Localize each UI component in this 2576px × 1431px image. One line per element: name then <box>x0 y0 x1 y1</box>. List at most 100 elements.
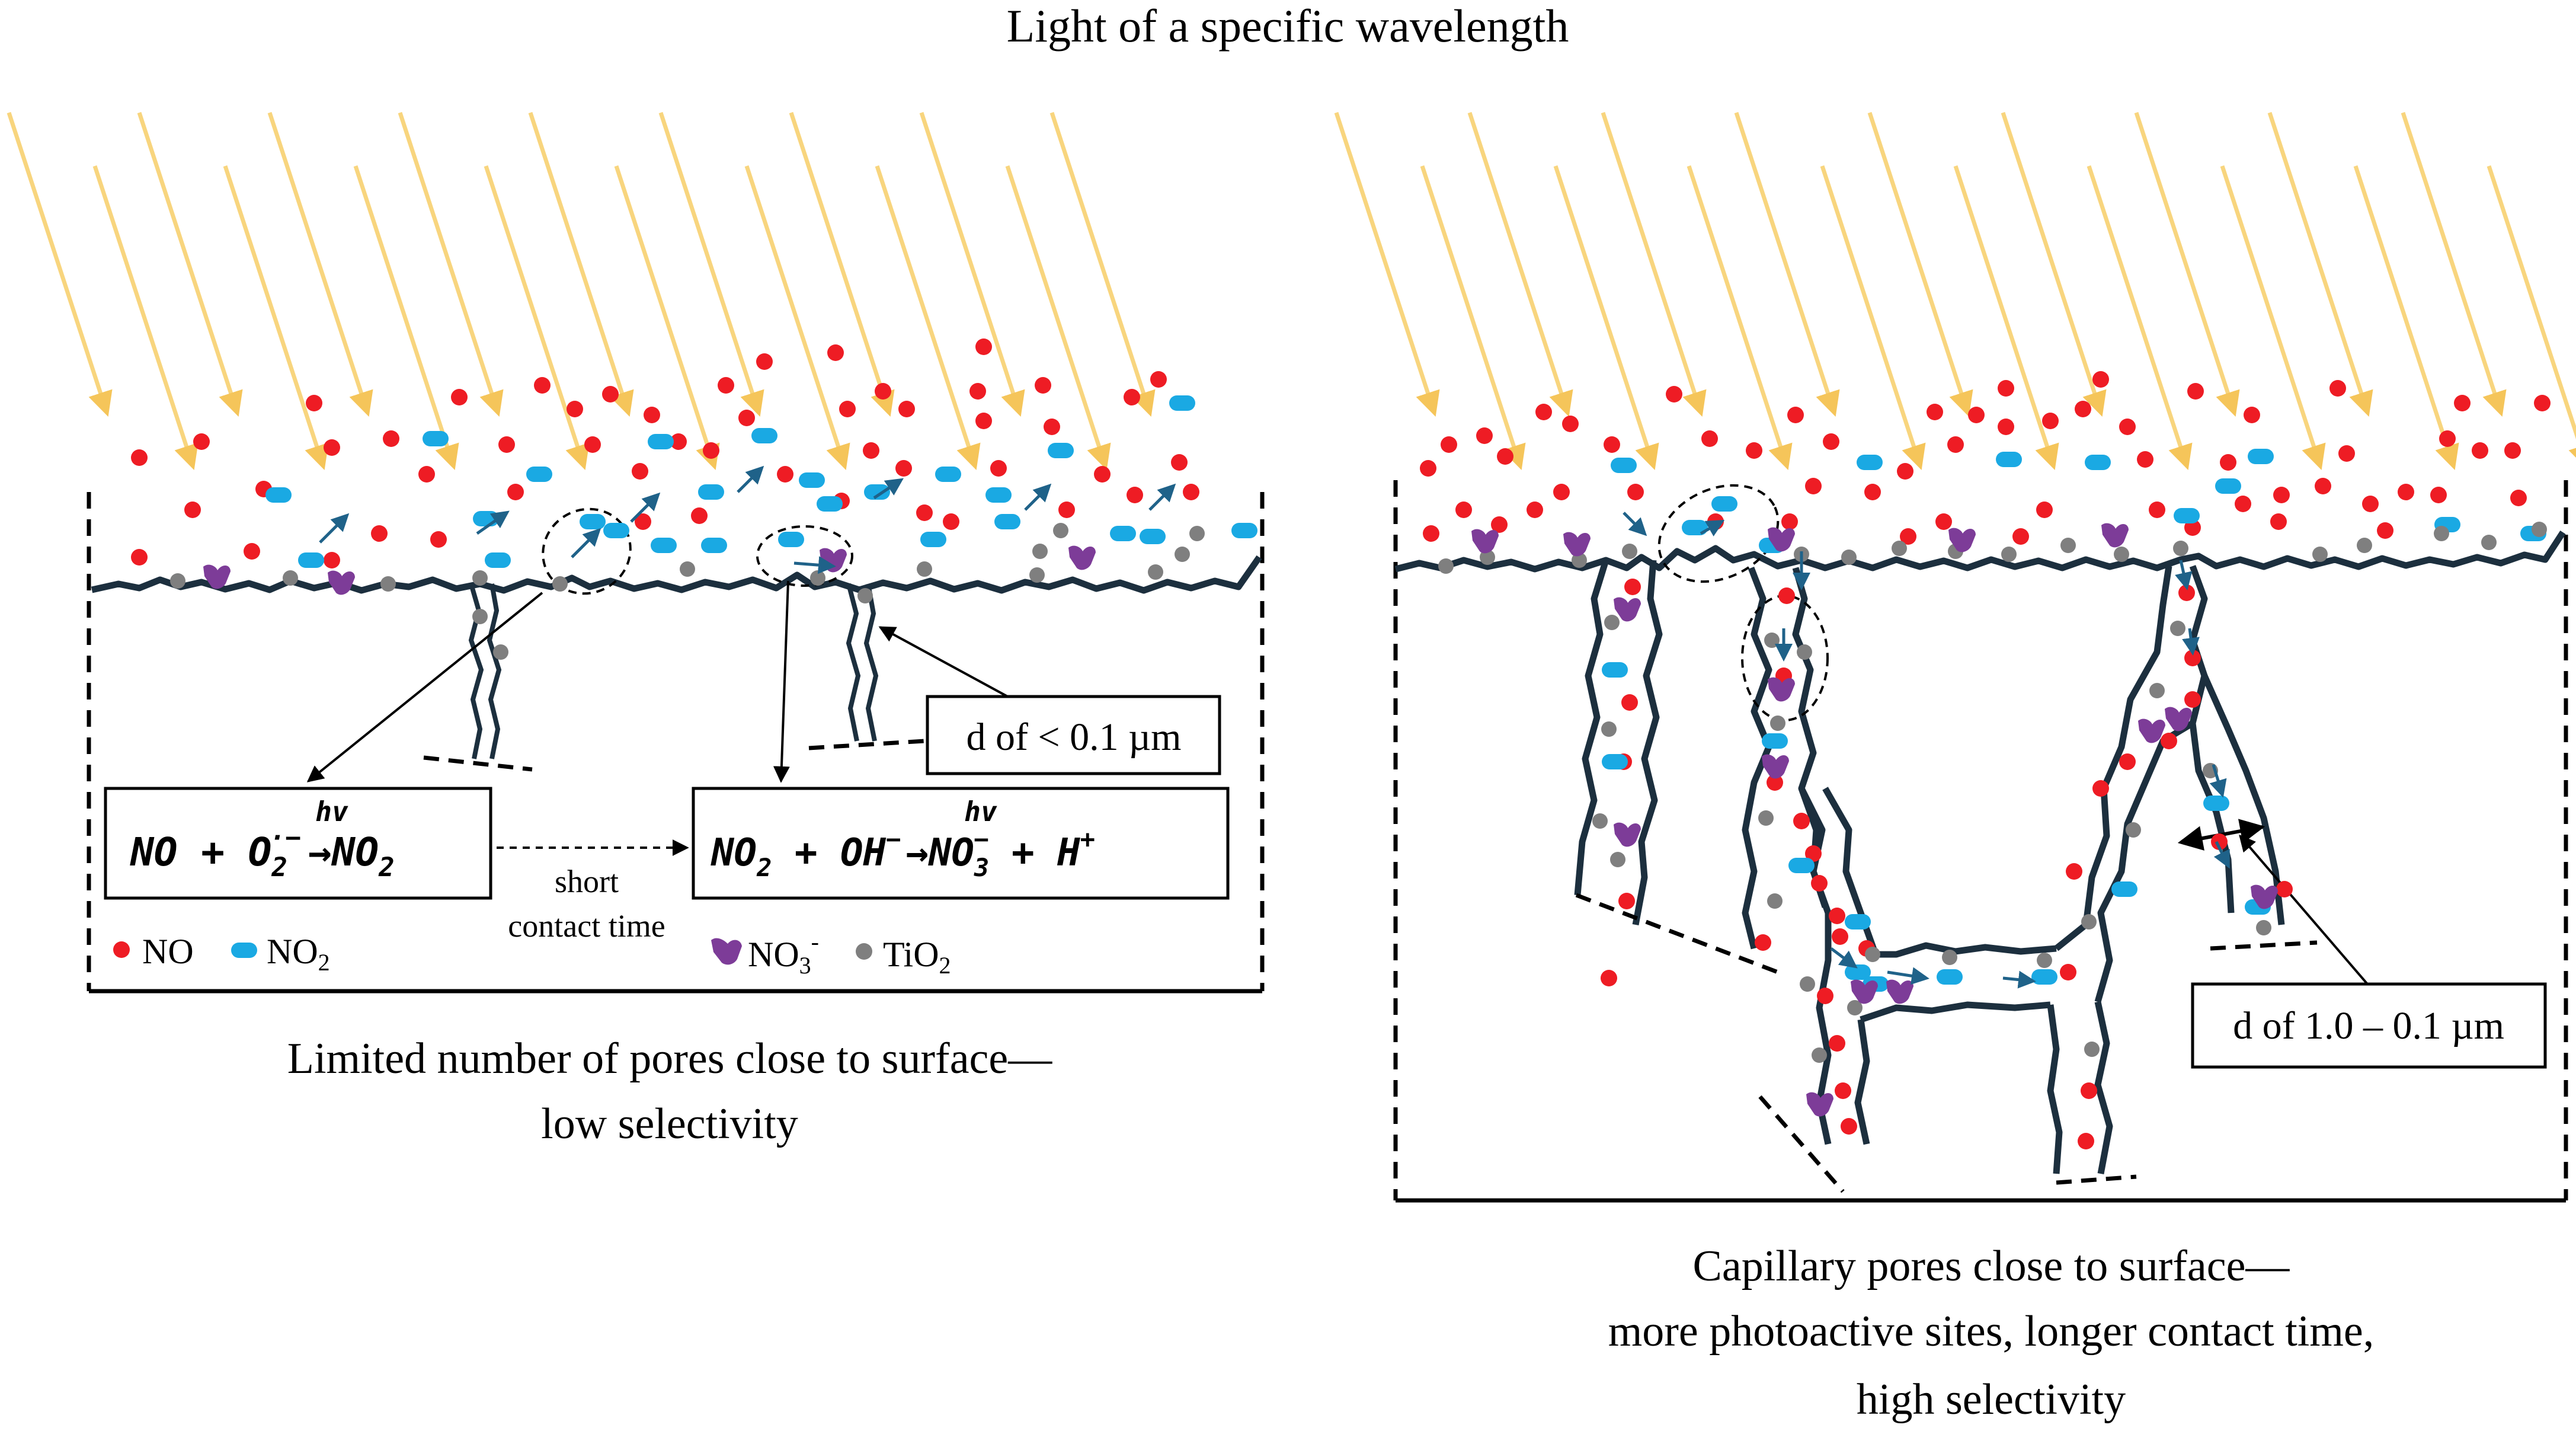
no-molecule <box>2244 407 2260 423</box>
no3-ion <box>1768 527 1795 552</box>
light-ray <box>484 165 590 470</box>
no2-molecule <box>648 434 674 449</box>
tio2-particle <box>1032 544 1048 559</box>
reaction-2-arrow: → <box>905 831 929 875</box>
right-reaction-site-1 <box>1657 484 1780 583</box>
flow-arrow <box>793 556 836 574</box>
no-molecule <box>2270 513 2287 530</box>
reaction-1-sub: 2 <box>271 852 287 883</box>
no-molecule <box>1527 502 1543 518</box>
no-molecule <box>1947 436 1964 453</box>
light-ray <box>1420 165 1526 470</box>
no-molecule <box>1044 419 1060 435</box>
no2-molecule <box>817 496 843 512</box>
no-molecule <box>2184 650 2201 666</box>
left-surface-line <box>91 555 1262 594</box>
no-molecule <box>738 410 755 426</box>
tio2-particle <box>1189 526 1205 541</box>
no-molecule <box>635 513 651 530</box>
tio2-particle <box>1764 633 1780 648</box>
reaction-1-sup: ·− <box>270 823 301 853</box>
no3-ion <box>1948 528 1976 552</box>
no-molecule <box>451 389 468 405</box>
no-molecule <box>1420 460 1436 477</box>
left-pore-1-dashed-end <box>423 755 533 772</box>
no-molecule <box>2012 528 2029 545</box>
tio2-particle <box>1758 810 1774 826</box>
light-ray <box>1820 165 1926 470</box>
no-molecule <box>1553 484 1570 500</box>
no-molecule <box>2534 395 2551 411</box>
no-molecule <box>2137 451 2153 468</box>
no-molecule <box>2184 691 2201 708</box>
tio2-particle <box>2114 547 2129 562</box>
no-molecule <box>839 401 856 417</box>
no-molecule <box>2187 383 2204 400</box>
tio2-particle <box>1865 947 1880 962</box>
no-molecule <box>2092 371 2109 388</box>
tio2-particle <box>2256 920 2271 935</box>
light-ray <box>789 111 895 417</box>
no2-molecule <box>1996 452 2022 467</box>
light-ray <box>353 165 459 470</box>
no-molecule <box>2161 733 2177 749</box>
no2-molecule <box>751 428 777 443</box>
no-molecule <box>1835 1082 1851 1099</box>
legend-no3-marker <box>711 938 742 965</box>
reaction-2-equation: NO2 + OH−→NO3− + H+ <box>711 825 1095 882</box>
no-molecule <box>1778 587 1795 604</box>
flow-arrow <box>1700 520 1725 536</box>
light-ray <box>92 165 199 470</box>
no-molecule <box>718 377 734 394</box>
no2-molecule <box>651 538 677 553</box>
pointer-arrow-reaction-1 <box>306 592 543 782</box>
legend-tio2-marker <box>856 943 872 960</box>
left-caption-line1: Limited number of pores close to surface… <box>287 1034 1052 1083</box>
no-molecule <box>193 433 210 450</box>
no2-molecule <box>485 552 511 568</box>
light-ray <box>1334 111 1440 417</box>
no-molecule <box>507 484 524 500</box>
no3-ion <box>1068 545 1096 570</box>
no3-ion <box>1614 822 1641 847</box>
no-molecule <box>1150 371 1167 388</box>
legend-no2-label: NO2 <box>267 932 330 976</box>
reaction-2-oh-sup: − <box>886 825 901 854</box>
legend-tio2-sub: 2 <box>939 952 951 979</box>
light-ray <box>1005 165 1111 470</box>
tio2-particle <box>1480 550 1495 565</box>
flow-arrow <box>1024 483 1052 511</box>
tio2-particle <box>857 588 873 603</box>
tio2-particle <box>2173 541 2188 556</box>
no-molecule <box>2119 753 2136 770</box>
no-molecule <box>1601 970 1617 986</box>
no-molecule <box>383 430 399 447</box>
tio2-particle <box>917 561 932 577</box>
no-molecule <box>1746 442 1762 459</box>
no-molecule <box>875 383 891 400</box>
no2-molecule <box>2248 449 2274 464</box>
tio2-particle <box>2084 1042 2100 1057</box>
flow-arrow <box>1887 967 1929 985</box>
no2-molecule <box>1602 754 1628 769</box>
tio2-particle <box>1601 721 1617 737</box>
right-pore-c-right-outer <box>2054 566 2172 951</box>
left-caption-line2: low selectivity <box>541 1100 798 1148</box>
no-molecule <box>1627 484 1644 500</box>
legend-no-label: NO <box>142 932 194 971</box>
no-molecule <box>1183 484 1199 500</box>
tio2-particle <box>1942 950 1957 965</box>
flow-arrow <box>630 492 661 523</box>
no-molecule <box>498 436 515 453</box>
no-molecule <box>1935 513 1952 530</box>
no-molecule <box>2081 1082 2097 1099</box>
legend-tio2-text: TiO <box>883 935 939 974</box>
no-molecule <box>1171 454 1188 471</box>
no2-molecule <box>1711 496 1737 512</box>
no2-molecule <box>1611 458 1637 473</box>
no-molecule <box>1817 988 1833 1004</box>
no-molecule <box>943 513 959 530</box>
no2-molecule <box>1857 455 1883 470</box>
no-molecule <box>1897 463 1913 480</box>
no-molecule <box>2235 496 2251 512</box>
